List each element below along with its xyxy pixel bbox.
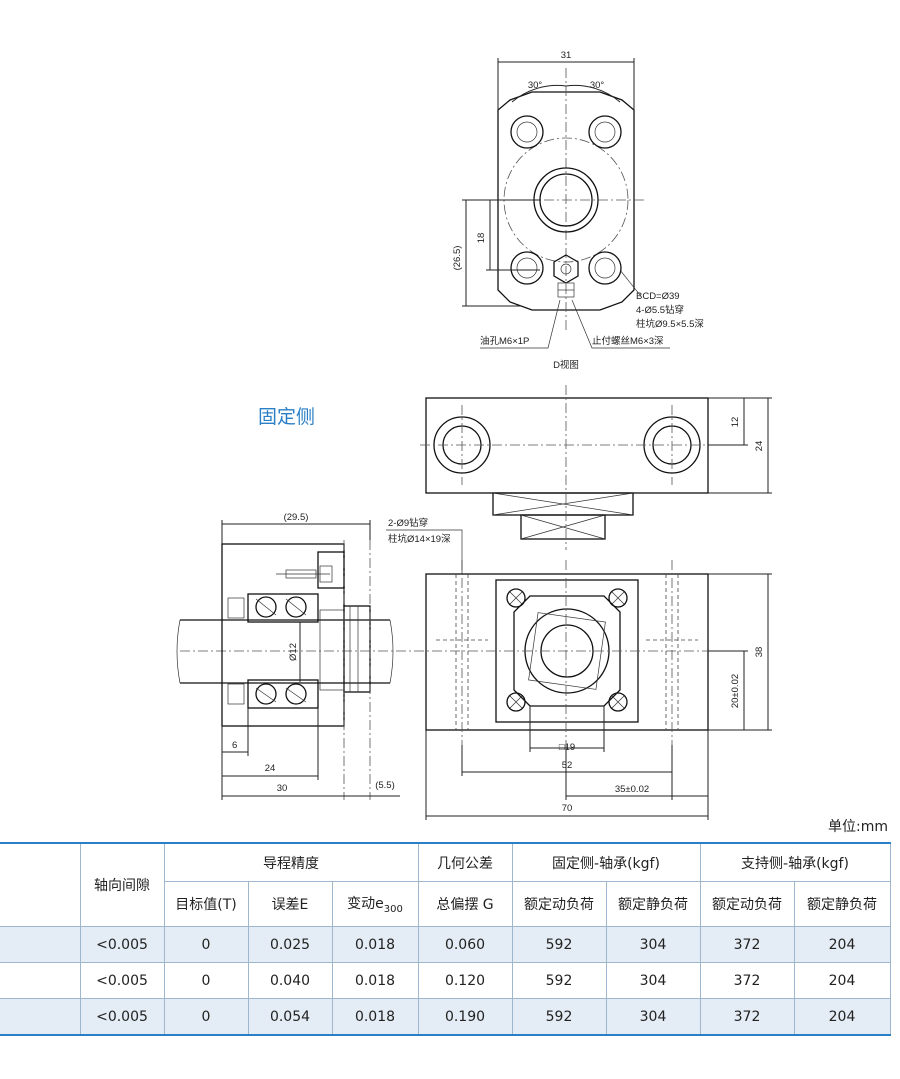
sub-fixed-dynamic: 额定动负荷 <box>511 881 607 927</box>
note-holes-front-2: 柱坑Ø14×19深 <box>388 533 451 545</box>
dim-6: 6 <box>232 740 237 751</box>
dim-24: 24 <box>754 441 765 452</box>
table-row: <0.005 0 0.054 0.018 0.190 592 304 372 2… <box>0 998 891 1036</box>
section-title: 固定侧 <box>258 406 316 428</box>
table-cell: 592 <box>511 962 607 999</box>
table-cell-blank <box>0 926 81 963</box>
note-bcd: BCD=Ø39 <box>636 291 680 302</box>
note-holes-front-1: 2-Ø9钻穿 <box>388 517 428 529</box>
technical-drawing: 31 30° 30° 18 (26.5) BCD=Ø39 4-Ø5.5钻穿 柱坑… <box>176 50 772 820</box>
table-row: <0.005 0 0.040 0.018 0.120 592 304 372 2… <box>0 962 891 999</box>
table-cell: <0.005 <box>79 926 165 963</box>
table-cell: 0.025 <box>247 926 333 963</box>
dim-26-5: (26.5) <box>452 246 463 271</box>
dim-38: 38 <box>754 647 765 658</box>
group-lead-accuracy: 导程精度 <box>163 842 419 882</box>
dim-20: 20±0.02 <box>730 674 741 708</box>
side-view: (29.5) Ø12 6 24 30 (5.5) <box>176 512 400 800</box>
table-cell: 592 <box>511 998 607 1036</box>
table-cell: 592 <box>511 926 607 963</box>
table-cell-blank <box>0 998 81 1036</box>
group-support-bearing: 支持侧-轴承(kgf) <box>699 842 891 882</box>
sub-variation: 变动e300 <box>331 881 419 927</box>
table-spacer <box>0 842 81 927</box>
view-label: D视图 <box>553 359 579 371</box>
sub-variation-subscript: 300 <box>383 903 403 915</box>
note-set-screw: 止付螺丝M6×3深 <box>592 335 664 347</box>
table-cell: <0.005 <box>79 962 165 999</box>
angle-left: 30° <box>528 80 543 91</box>
dim-70: 70 <box>562 803 573 814</box>
table-cell: 304 <box>605 962 701 999</box>
table-cell: 0.018 <box>331 962 419 999</box>
col-axial-clearance: 轴向间隙 <box>79 842 165 927</box>
table-cell: 0.060 <box>417 926 513 963</box>
table-cell: 0 <box>163 998 249 1036</box>
table-cell: 372 <box>699 962 795 999</box>
sub-support-static: 额定静负荷 <box>793 881 891 927</box>
table-cell: 0.018 <box>331 926 419 963</box>
table-cell: 0.018 <box>331 998 419 1036</box>
table-cell: 372 <box>699 998 795 1036</box>
table-cell: 0.054 <box>247 998 333 1036</box>
unit-note: 单位:mm <box>828 819 888 835</box>
dim-phi12: Ø12 <box>288 643 299 661</box>
group-geometric-tolerance: 几何公差 <box>417 842 513 882</box>
group-fixed-bearing: 固定侧-轴承(kgf) <box>511 842 701 882</box>
note-oil-hole: 油孔M6×1P <box>480 335 529 347</box>
dim-24-side: 24 <box>265 763 276 774</box>
table-cell: 204 <box>793 962 891 999</box>
table-cell: 304 <box>605 998 701 1036</box>
spec-table: 轴向间隙 导程精度 几何公差 固定侧-轴承(kgf) 支持侧-轴承(kgf) 目… <box>0 842 891 1036</box>
table-cell: <0.005 <box>79 998 165 1036</box>
top-view: 31 30° 30° 18 (26.5) BCD=Ø39 4-Ø5.5钻穿 柱坑… <box>452 50 704 371</box>
dim-30: 30 <box>277 783 288 794</box>
sub-support-dynamic: 额定动负荷 <box>699 881 795 927</box>
table-cell: 204 <box>793 926 891 963</box>
table-cell: 304 <box>605 926 701 963</box>
table-cell: 204 <box>793 998 891 1036</box>
dim-29-5: (29.5) <box>284 512 309 523</box>
dim-18: 18 <box>476 233 487 244</box>
dim-52: 52 <box>562 760 573 771</box>
dim-35: 35±0.02 <box>615 784 649 795</box>
note-holes: 4-Ø5.5钻穿 <box>636 304 684 316</box>
sub-fixed-static: 额定静负荷 <box>605 881 701 927</box>
table-cell: 372 <box>699 926 795 963</box>
table-cell: 0 <box>163 926 249 963</box>
table-cell: 0.040 <box>247 962 333 999</box>
dim-5-5: (5.5) <box>375 780 395 791</box>
table-row: <0.005 0 0.025 0.018 0.060 592 304 372 2… <box>0 926 891 963</box>
dim-19: □19 <box>559 742 575 753</box>
front-view-upper: 12 24 <box>420 385 772 550</box>
dim-12: 12 <box>730 417 741 428</box>
table-cell-blank <box>0 962 81 999</box>
dim-31: 31 <box>561 50 572 61</box>
table-cell: 0 <box>163 962 249 999</box>
sub-runout: 总偏摆 G <box>417 881 513 927</box>
table-cell: 0.120 <box>417 962 513 999</box>
note-counterbore: 柱坑Ø9.5×5.5深 <box>636 318 704 330</box>
table-cell: 0.190 <box>417 998 513 1036</box>
front-view-lower: 2-Ø9钻穿 柱坑Ø14×19深 38 20±0.02 □19 52 35±0.… <box>180 517 772 820</box>
sub-target: 目标值(T) <box>163 881 249 927</box>
sub-error: 误差E <box>247 881 333 927</box>
sub-variation-label: 变动e <box>347 896 384 913</box>
angle-right: 30° <box>590 80 605 91</box>
